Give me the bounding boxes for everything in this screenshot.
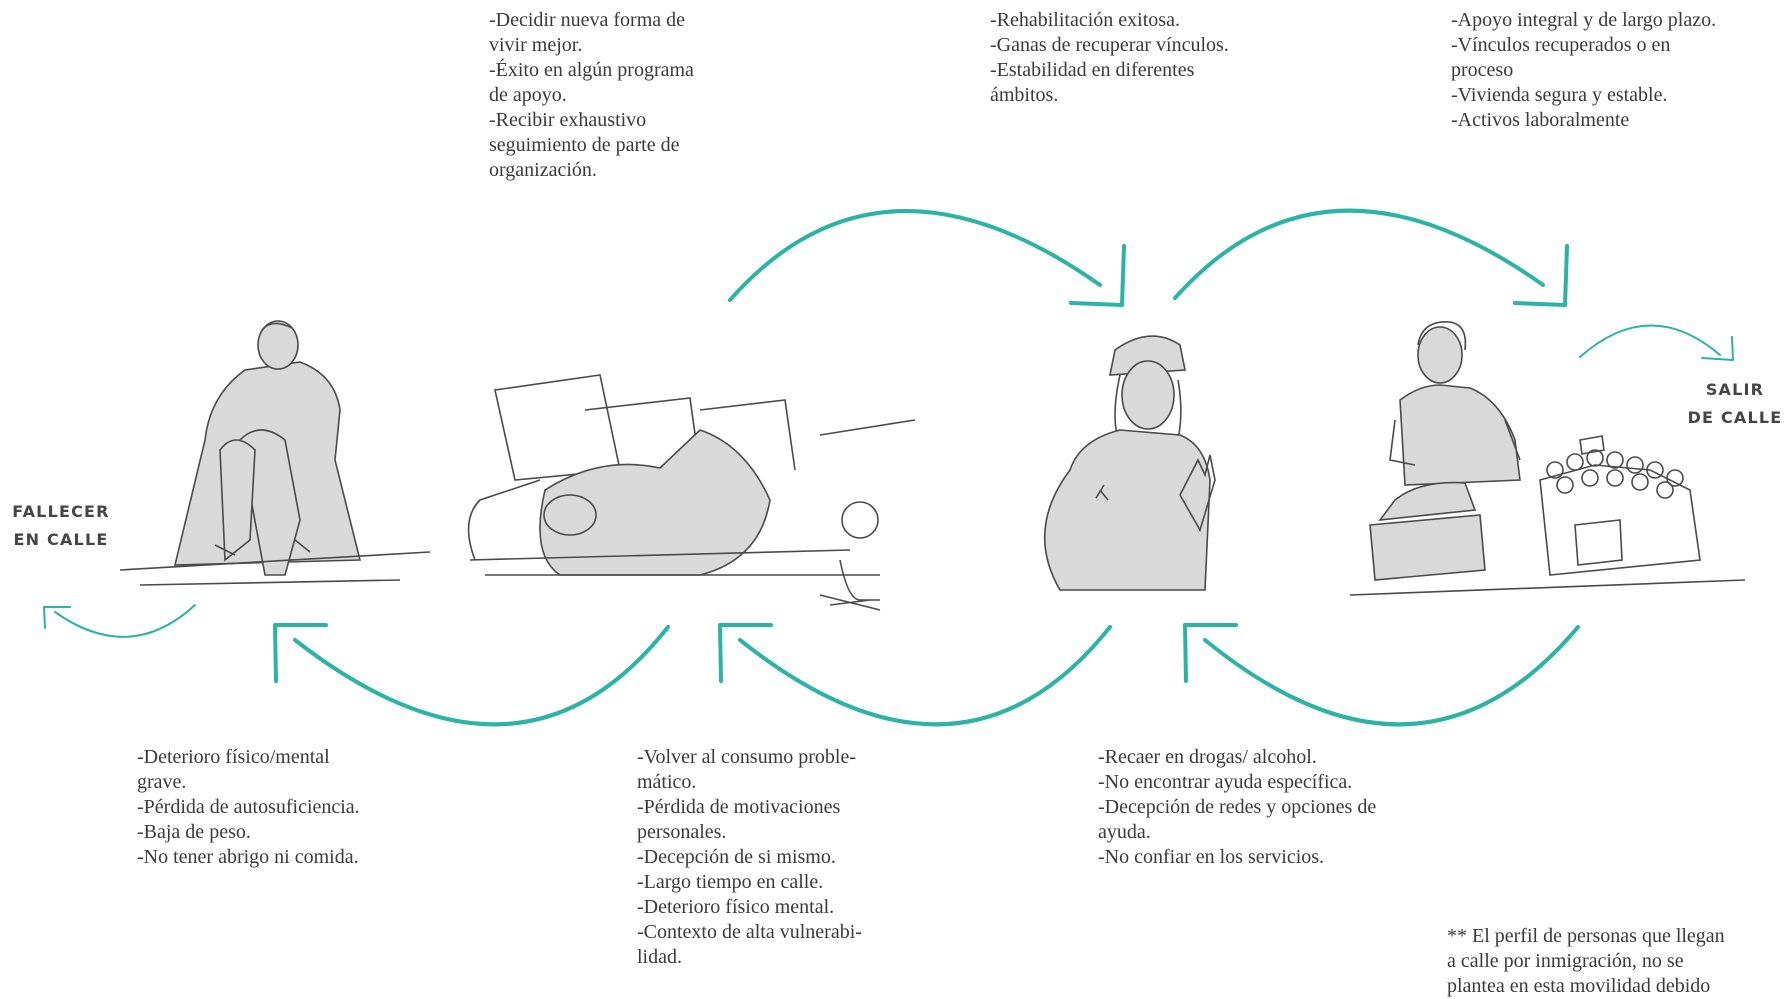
note-line: ámbitos. — [990, 84, 1059, 106]
arrow-to-salir — [1579, 324, 1721, 358]
label-salir-line-1: SALIR — [1705, 380, 1765, 399]
note-line: -Éxito en algún programa — [489, 59, 694, 81]
note-line: -Vivienda segura y estable. — [1451, 84, 1668, 106]
note-line: -Apoyo integral y de largo plazo. — [1451, 9, 1717, 31]
arrow-street-to-rehab — [728, 209, 1102, 302]
note-line: seguimiento de parte de — [489, 134, 680, 156]
note-line: de apoyo. — [489, 84, 567, 106]
note-line: -Deterioro físico mental. — [637, 896, 835, 918]
arrowhead-relapse-to-street — [718, 623, 773, 683]
footnote: ** El perfil de personas que llegan a ca… — [1447, 924, 1725, 999]
note-line: ayuda. — [1098, 821, 1151, 843]
label-salir-de-calle: SALIR DE CALLE — [1680, 376, 1790, 432]
note-line: -Largo tiempo en calle. — [637, 871, 824, 893]
note-line: vivir mejor. — [489, 34, 583, 56]
arrow-rehab-to-stability — [1173, 208, 1545, 300]
note-line: lidad. — [637, 946, 682, 968]
note-line: -Contexto de alta vulnerabi- — [637, 921, 862, 943]
note-relapse-causes: -Recaer en drogas/ alcohol. -No encontrar… — [1098, 745, 1376, 870]
note-line: -Rehabilitación exitosa. — [990, 9, 1180, 31]
note-line: -Deterioro físico/mental — [137, 746, 330, 768]
footnote-line-3: plantea en esta movilidad debido — [1447, 975, 1711, 997]
label-salir-line-2: DE CALLE — [1687, 408, 1783, 427]
note-relapse-to-street: -Volver al consumo proble-mático. -Pérdid… — [637, 745, 862, 970]
note-line: -Baja de peso. — [137, 821, 251, 843]
note-line: -No tener abrigo ni comida. — [137, 846, 359, 868]
note-stability-to-exit: -Apoyo integral y de largo plazo. -Víncul… — [1451, 8, 1716, 133]
person-sitting-huddled-icon — [119, 320, 431, 586]
arrow-street-to-death-path — [293, 625, 670, 727]
note-decline-to-death: -Deterioro físico/mental grave. -Pérdida d… — [137, 745, 360, 870]
label-fallecer-en-calle: FALLECER EN CALLE — [6, 498, 116, 554]
note-line: -Ganas de recuperar vínculos. — [990, 34, 1229, 56]
person-with-hat-praying-icon — [1043, 335, 1216, 591]
note-line: -No encontrar ayuda específica. — [1098, 771, 1353, 793]
arrow-stability-to-relapse — [1203, 625, 1580, 727]
note-line: -Recaer en drogas/ alcohol. — [1098, 746, 1317, 768]
note-line: -Recibir exhaustivo — [489, 109, 647, 131]
person-sleeping-on-street-icon — [467, 374, 916, 611]
note-line: organización. — [489, 159, 597, 181]
note-line: -Decidir nueva forma de — [489, 9, 686, 31]
note-line: proceso — [1451, 59, 1514, 81]
note-line: -Activos laboralmente — [1451, 109, 1630, 131]
arrowhead-street-to-rehab — [1069, 244, 1126, 307]
label-fallecer-line-1: FALLECER — [12, 502, 110, 521]
arrowhead-rehab-to-stability — [1513, 244, 1569, 307]
arrow-relapse-to-street — [738, 625, 1112, 727]
footnote-line-1: ** El perfil de personas que llegan — [1447, 925, 1725, 947]
arrows — [43, 208, 1734, 727]
arrowhead-to-fallecer — [43, 606, 71, 629]
label-fallecer-line-2: EN CALLE — [13, 530, 109, 549]
arrowhead-street-to-death-path — [273, 623, 328, 683]
note-progress-to-rehab: -Decidir nueva forma de vivir mejor. -Éxit… — [489, 8, 694, 183]
note-line: -No confiar en los servicios. — [1098, 846, 1325, 868]
note-line: -Decepción de si mismo. — [637, 846, 836, 868]
note-line: -Estabilidad en diferentes — [990, 59, 1195, 81]
note-line: mático. — [637, 771, 697, 793]
arrowhead-to-salir — [1701, 336, 1734, 361]
note-line: -Decepción de redes y opciones de — [1098, 796, 1377, 818]
note-line: -Vínculos recuperados o en — [1451, 34, 1671, 56]
note-line: personales. — [637, 821, 727, 843]
arrowhead-stability-to-relapse — [1183, 623, 1238, 683]
person-working-at-market-stall-icon — [1349, 321, 1746, 596]
note-rehab-to-stability: -Rehabilitación exitosa. -Ganas de recupe… — [990, 8, 1229, 108]
note-line: -Pérdida de motivaciones — [637, 796, 841, 818]
note-line: -Volver al consumo proble- — [637, 746, 857, 768]
arrow-to-fallecer — [54, 604, 196, 638]
note-line: grave. — [137, 771, 187, 793]
note-line: -Pérdida de autosuficiencia. — [137, 796, 360, 818]
footnote-line-2: a calle por inmigración, no se — [1447, 950, 1684, 972]
